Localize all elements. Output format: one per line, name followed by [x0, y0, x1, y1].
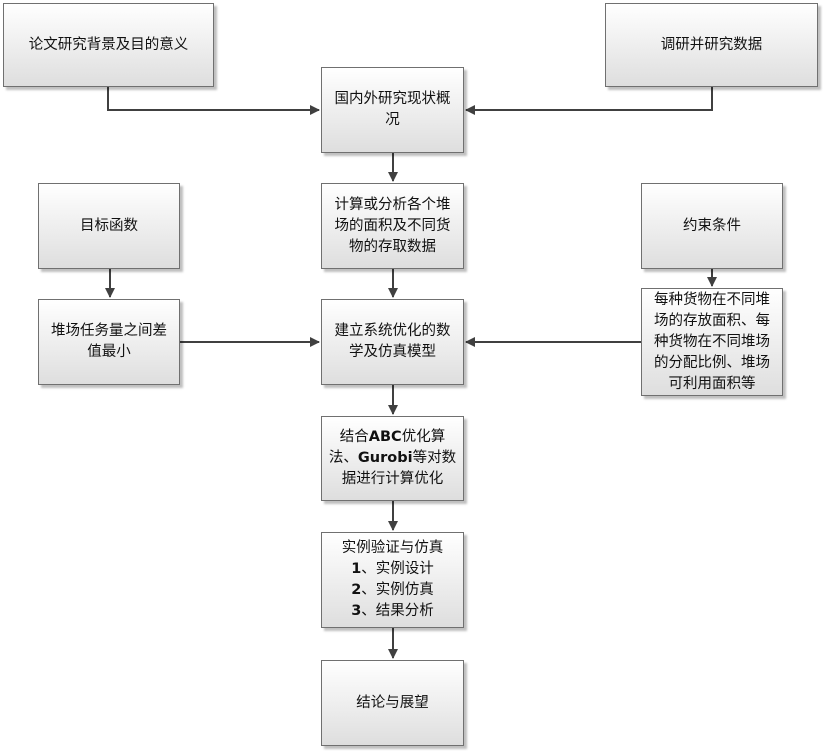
- verify-title: 实例验证与仿真: [341, 540, 444, 556]
- arrow-data-to-status: [465, 87, 713, 115]
- node-compute: 计算或分析各个堆场的面积及不同货物的存取数据: [321, 183, 464, 269]
- arrow-background-to-status: [107, 87, 320, 115]
- item-text: 、实例设计: [361, 561, 434, 577]
- node-label: 约束条件: [683, 217, 741, 234]
- text: 结合: [339, 429, 369, 445]
- node-label: 每种货物在不同堆场的存放面积、每种货物在不同堆场的分配比例、堆场可利用面积等: [654, 291, 770, 392]
- node-label: 堆场任务量之间差值最小: [51, 323, 167, 360]
- verify-item: 1、实例设计: [342, 559, 444, 580]
- node-label: 建立系统优化的数学及仿真模型: [334, 323, 451, 360]
- node-optimize: 结合ABC优化算法、Gurobi等对数据进行计算优化: [321, 416, 464, 501]
- verify-item: 2、实例仿真: [342, 580, 444, 601]
- node-constraints: 约束条件: [641, 183, 783, 269]
- node-label: 计算或分析各个堆场的面积及不同货物的存取数据: [334, 196, 451, 255]
- item-num: 1: [351, 561, 362, 577]
- text: 等对数据进行计算优化: [341, 450, 457, 487]
- abc-text: ABC: [368, 429, 402, 445]
- gurobi-text: Gurobi: [357, 450, 413, 466]
- node-verify: 实例验证与仿真 1、实例设计 2、实例仿真 3、结果分析: [321, 532, 464, 628]
- node-objective: 目标函数: [38, 183, 180, 269]
- text: 优化算法、: [328, 429, 446, 466]
- item-text: 、实例仿真: [361, 582, 434, 598]
- node-survey-data: 调研并研究数据: [605, 3, 818, 87]
- node-background: 论文研究背景及目的意义: [3, 3, 214, 87]
- node-model: 建立系统优化的数学及仿真模型: [321, 299, 464, 385]
- item-num: 3: [351, 603, 362, 619]
- node-label: 结论与展望: [356, 694, 429, 711]
- item-num: 2: [351, 582, 362, 598]
- node-label: 论文研究背景及目的意义: [28, 36, 189, 53]
- item-text: 、结果分析: [361, 603, 434, 619]
- node-label: 调研并研究数据: [660, 36, 763, 53]
- verify-item: 3、结果分析: [342, 601, 444, 622]
- node-status: 国内外研究现状概况: [321, 67, 464, 153]
- node-objective-detail: 堆场任务量之间差值最小: [38, 299, 180, 385]
- node-conclusion: 结论与展望: [321, 660, 464, 746]
- node-label: 目标函数: [80, 217, 138, 234]
- node-label: 国内外研究现状概况: [334, 91, 451, 128]
- node-constraint-detail: 每种货物在不同堆场的存放面积、每种货物在不同堆场的分配比例、堆场可利用面积等: [641, 288, 783, 396]
- node-label: 实例验证与仿真 1、实例设计 2、实例仿真 3、结果分析: [342, 538, 444, 622]
- node-label: 结合ABC优化算法、Gurobi等对数据进行计算优化: [328, 427, 457, 490]
